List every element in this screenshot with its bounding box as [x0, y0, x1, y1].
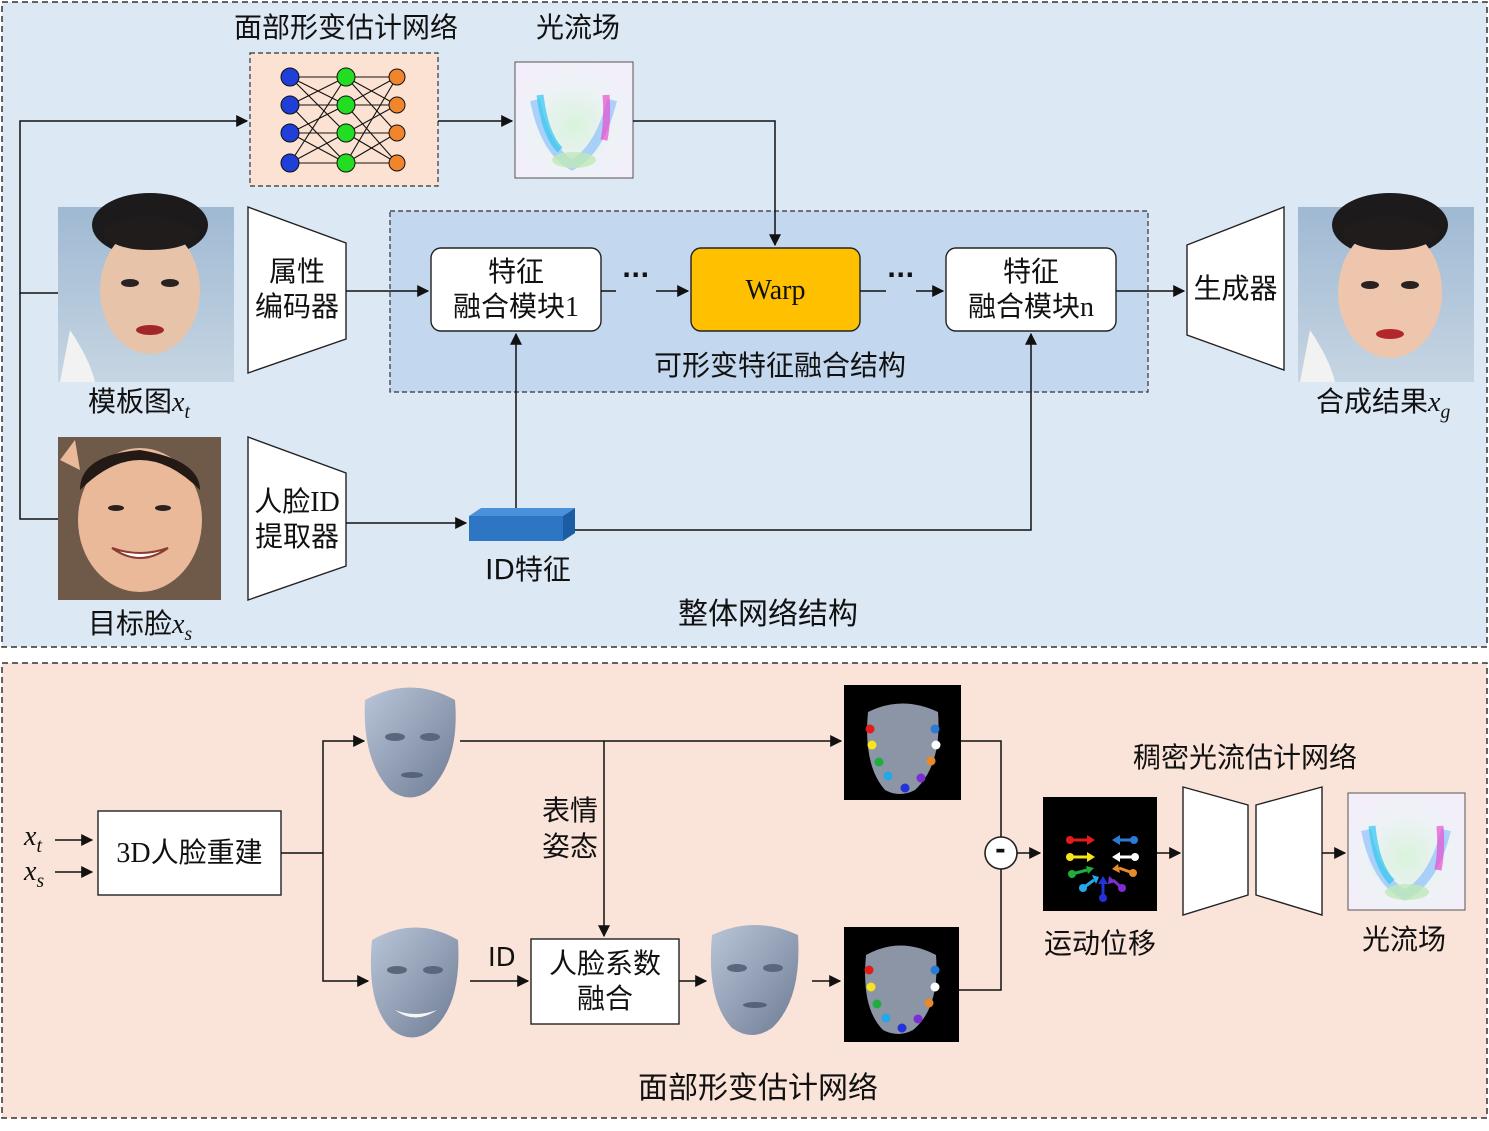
- bottom-connectors: [55, 735, 1347, 991]
- minus-sign: -: [995, 835, 1006, 865]
- deformable-caption: 可形变特征融合结构: [653, 349, 907, 382]
- warp-label: Warp: [691, 250, 860, 330]
- dense-flow-encoder: [1182, 786, 1249, 916]
- generator: [1186, 205, 1285, 371]
- expr-line1: 表情: [541, 794, 599, 827]
- template-caption: 模板图xt: [88, 385, 190, 424]
- result-caption-prefix: 合成结果: [1316, 385, 1429, 418]
- id-extractor-line2: 提取器: [254, 522, 339, 553]
- result-caption: 合成结果xg: [1316, 385, 1451, 424]
- fusionn-line1: 特征: [1002, 257, 1059, 288]
- landmark-image-top: [844, 685, 961, 800]
- target-caption: 目标脸xs: [88, 607, 193, 646]
- result-face-photo: [1298, 193, 1474, 382]
- input-xt: xt: [24, 820, 42, 858]
- fusion-block-1: [430, 247, 602, 332]
- optical-flow-title-top: 光流场: [535, 11, 621, 44]
- id-feature-label: ID特征: [485, 553, 571, 586]
- optical-flow-image-top: [514, 61, 634, 179]
- attribute-encoder: [247, 205, 347, 374]
- id-extractor-line1: 人脸ID: [254, 487, 340, 518]
- nn-hidden-nodes: [336, 67, 356, 173]
- optical-flow-image-bottom: [1347, 792, 1466, 911]
- fusionn-line2: 融合模块n: [967, 292, 1094, 323]
- coef-fusion-label: 人脸系数 融合: [531, 941, 679, 1023]
- nn-input-nodes: [280, 67, 300, 173]
- optical-flow-caption-bottom: 光流场: [1361, 923, 1447, 956]
- attr-encoder-line2: 编码器: [254, 292, 339, 323]
- ellipsis-left: ···: [622, 261, 650, 289]
- target-caption-prefix: 目标脸: [88, 607, 173, 640]
- fusion-block-n: [945, 247, 1117, 332]
- recon-box: [97, 810, 282, 896]
- bottom-panel-title: 面部形变估计网络: [638, 1071, 878, 1106]
- coef-fusion-box: [530, 938, 680, 1025]
- fusion-block-1-label: 特征 融合模块1: [431, 250, 601, 330]
- input-xs-var: x: [24, 856, 37, 887]
- motion-caption: 运动位移: [1043, 927, 1157, 960]
- face-3d-target: [370, 927, 459, 1038]
- id-extractor-label: 人脸ID 提取器: [248, 480, 346, 560]
- warp-text: Warp: [745, 274, 806, 306]
- attr-encoder-line1: 属性: [268, 257, 325, 288]
- warp-block: [690, 247, 861, 332]
- result-var: x: [1428, 387, 1441, 418]
- recon-label: 3D人脸重建: [98, 811, 281, 895]
- target-face-photo: [58, 437, 221, 600]
- landmark-image-bottom: [844, 927, 959, 1042]
- result-sub: g: [1440, 401, 1451, 423]
- face-3d-template: [364, 687, 456, 798]
- template-face-photo: [58, 193, 234, 382]
- top-panel-title: 整体网络结构: [678, 597, 858, 632]
- ellipsis-right: ···: [887, 261, 915, 289]
- fusion1-line2: 融合模块1: [452, 292, 579, 323]
- coef-line2: 融合: [576, 984, 633, 1015]
- input-xs-sub: s: [36, 870, 45, 892]
- dense-flow-decoder: [1255, 786, 1323, 916]
- template-sub: t: [184, 401, 190, 423]
- id-label: ID: [488, 943, 516, 973]
- recon-text: 3D人脸重建: [116, 837, 263, 869]
- template-var: x: [172, 387, 185, 418]
- attr-encoder-label: 属性 编码器: [248, 250, 346, 330]
- template-caption-prefix: 模板图: [88, 385, 173, 418]
- nn-output-nodes: [388, 68, 406, 172]
- motion-displacement-image: [1043, 797, 1157, 911]
- input-xt-sub: t: [36, 835, 42, 857]
- input-xt-var: x: [24, 821, 37, 852]
- expr-line2: 姿态: [541, 830, 599, 864]
- flow-estimator-title: 面部形变估计网络: [233, 11, 459, 44]
- id-extractor: [247, 435, 347, 601]
- id-feature-bar: [469, 508, 575, 541]
- coef-line1: 人脸系数: [548, 949, 661, 980]
- generator-text: 生成器: [1193, 271, 1278, 305]
- dense-flow-title: 稠密光流估计网络: [1132, 741, 1358, 774]
- generator-label: 生成器: [1187, 268, 1284, 308]
- fusion1-line1: 特征: [487, 257, 544, 288]
- target-var: x: [172, 609, 185, 640]
- expr-pose-label: 表情 姿态: [542, 793, 598, 866]
- fusion-block-n-label: 特征 融合模块n: [946, 250, 1116, 330]
- target-sub: s: [184, 623, 193, 645]
- input-xs: xs: [24, 855, 44, 893]
- face-3d-fused: [710, 925, 799, 1035]
- top-connectors: [19, 115, 1186, 531]
